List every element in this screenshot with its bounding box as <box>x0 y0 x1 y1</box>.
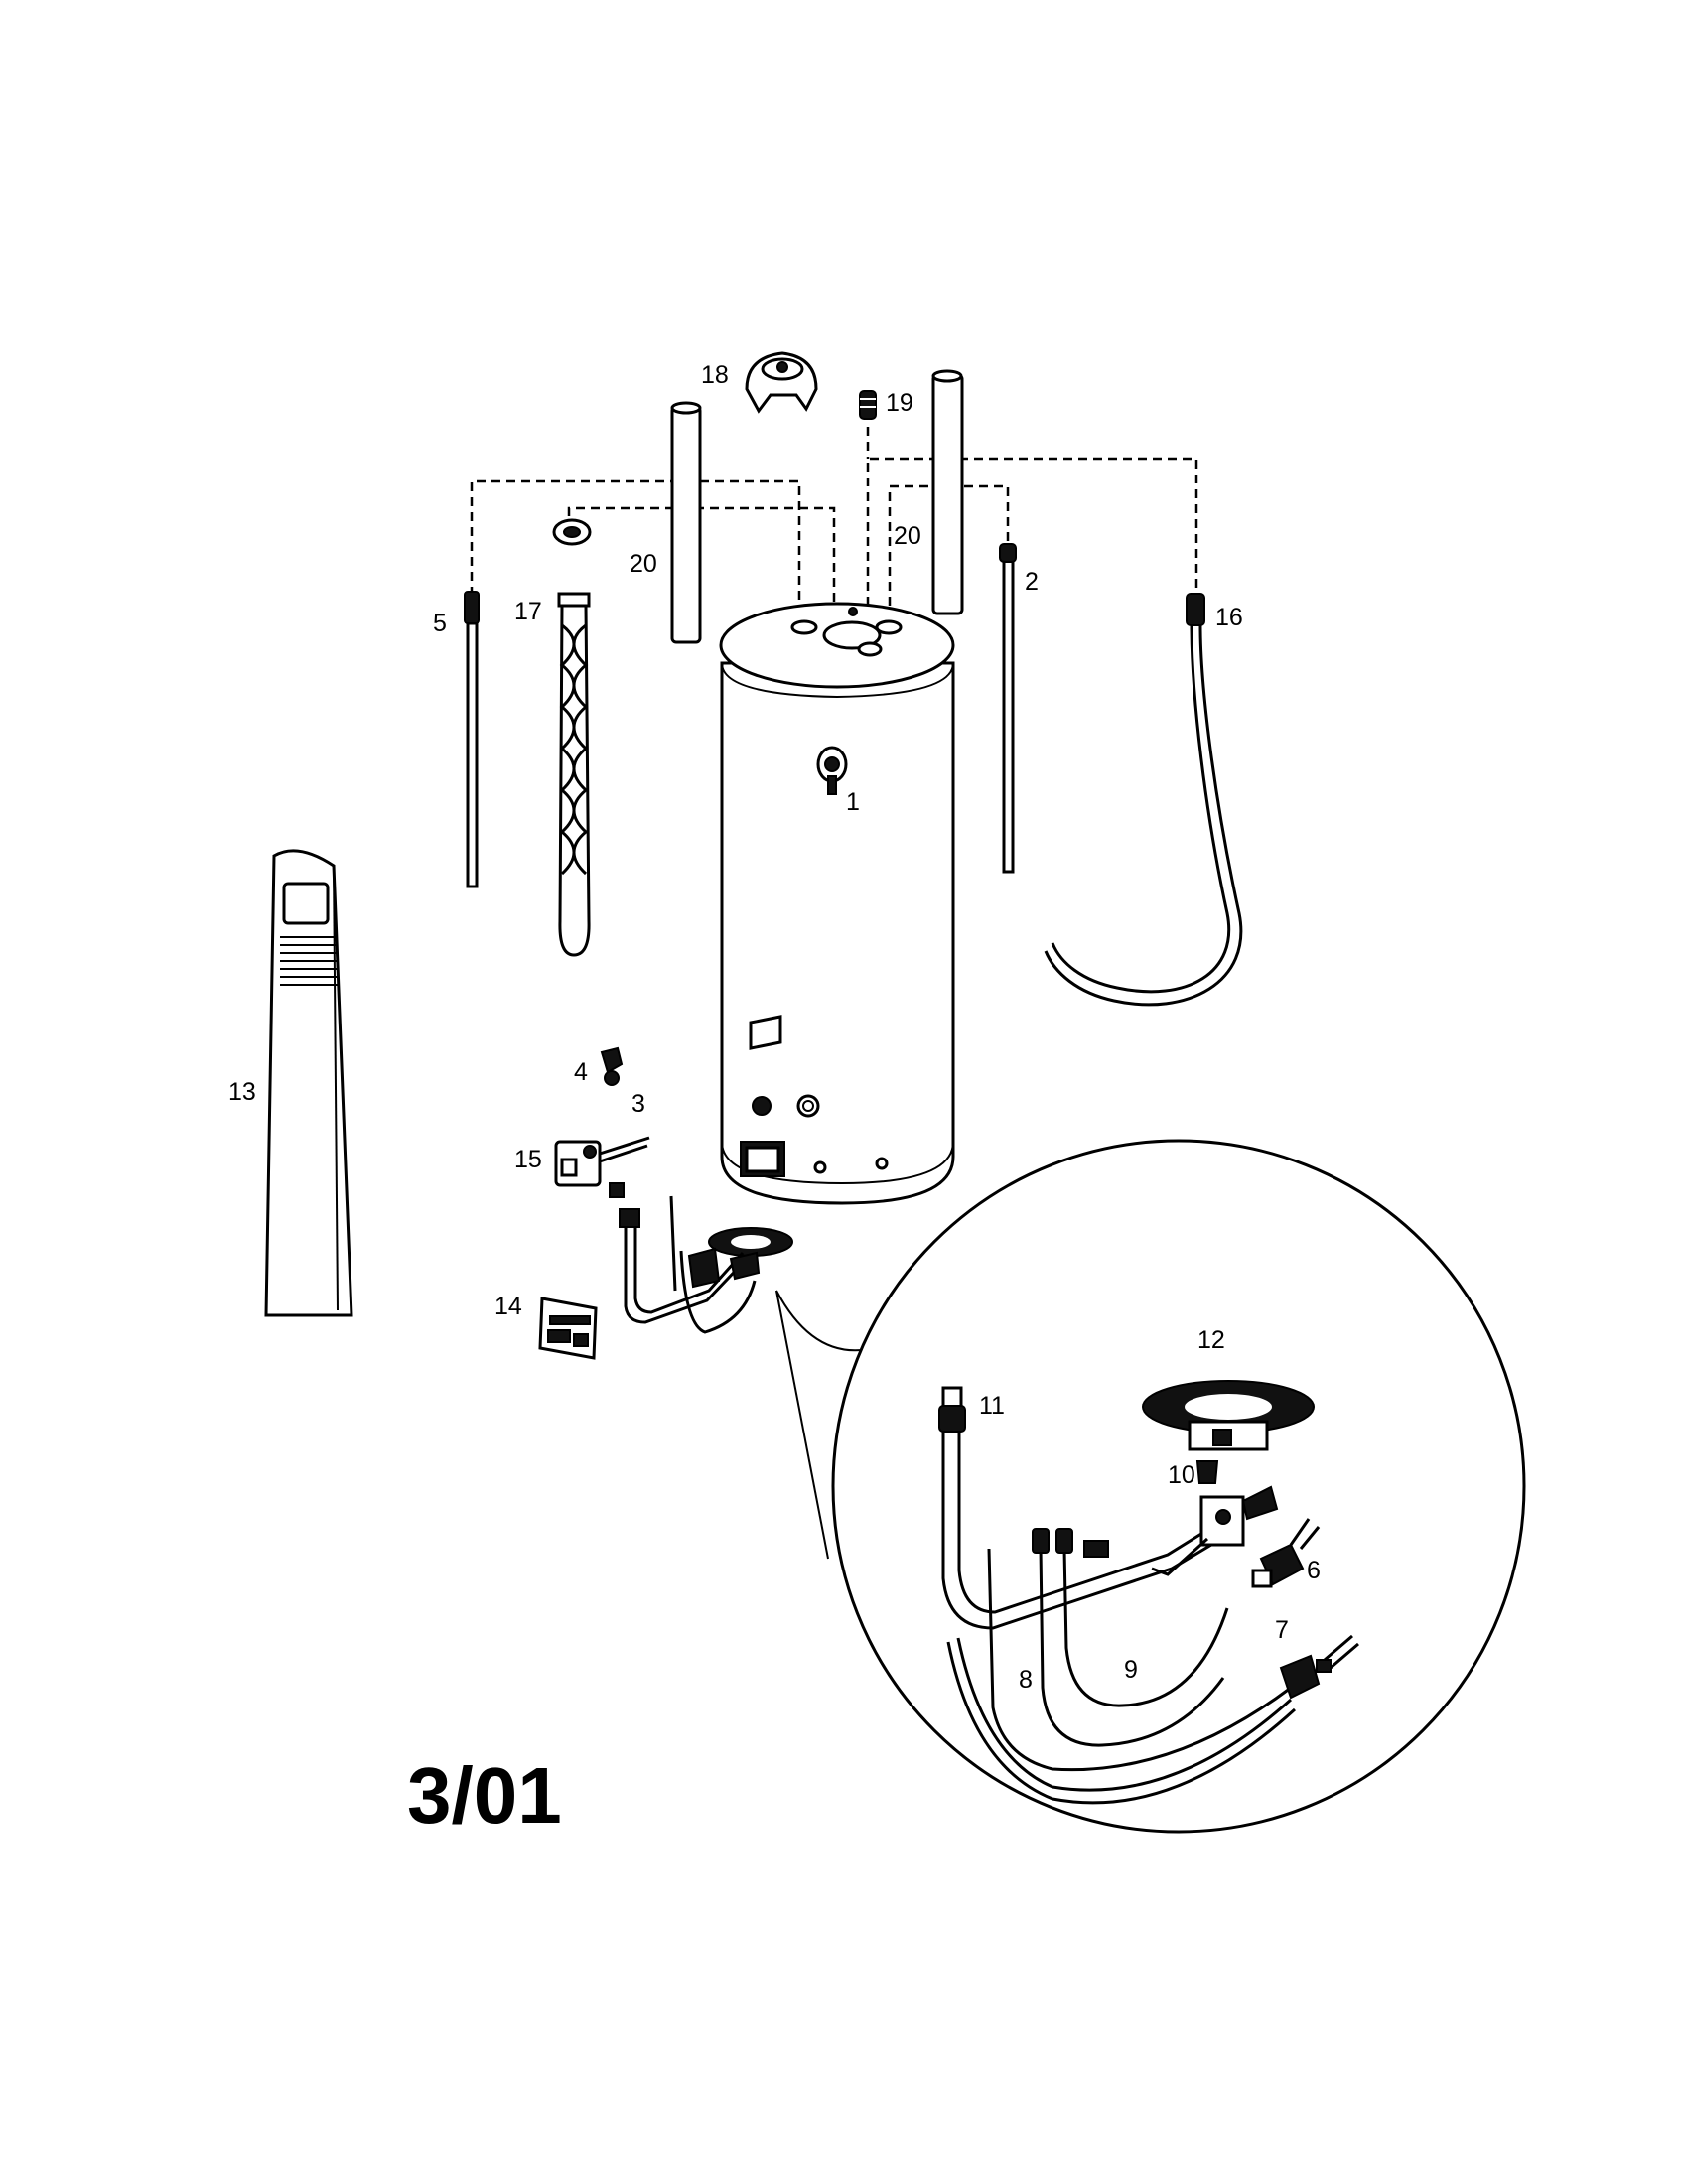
callout-10: 10 <box>1168 1461 1195 1489</box>
callout-8: 8 <box>1019 1666 1033 1694</box>
part-19-nipple <box>859 390 877 420</box>
callout-6: 6 <box>1307 1557 1321 1584</box>
part-2-dip-tube <box>999 543 1017 874</box>
callout-11: 11 <box>979 1392 1005 1420</box>
callout-18: 18 <box>701 361 729 389</box>
burner-assembly <box>619 1195 793 1334</box>
detail-view-burner <box>831 1139 1526 1834</box>
callout-13: 13 <box>228 1078 256 1106</box>
callout-1: 1 <box>846 788 860 816</box>
part-15-gas-control-valve <box>554 1136 650 1198</box>
part-20-heat-trap-left <box>670 401 702 644</box>
callout-16: 16 <box>1215 604 1243 631</box>
part-10-orifice <box>1195 1460 1219 1484</box>
part-5-anode-rod <box>464 591 480 888</box>
date-code: 3/01 <box>407 1751 562 1840</box>
burner-bracket <box>1151 1485 1279 1576</box>
callout-3: 3 <box>632 1090 645 1118</box>
callout-12: 12 <box>1197 1326 1225 1354</box>
callout-20-left: 20 <box>630 550 657 578</box>
callout-9: 9 <box>1124 1656 1138 1684</box>
part-6-igniter <box>1251 1518 1321 1588</box>
callout-17: 17 <box>514 598 542 625</box>
part-8-thermocouple <box>1032 1528 1225 1747</box>
part-7-wire-harness <box>946 1548 1359 1805</box>
part-12-burner <box>1142 1380 1315 1451</box>
part-16-flex-tube <box>1044 593 1243 1007</box>
part-13-outer-door <box>264 849 353 1317</box>
part-9-pilot-tube <box>1055 1528 1229 1707</box>
door-vent-slots <box>280 936 338 986</box>
callout-4: 4 <box>574 1058 588 1086</box>
part-17-flue-baffle <box>552 518 592 957</box>
part-4-3-fitting <box>600 1046 624 1086</box>
part-14-label <box>538 1297 598 1360</box>
water-heater-tank <box>719 602 955 1205</box>
callout-14: 14 <box>494 1293 522 1320</box>
callout-20-right: 20 <box>894 522 921 550</box>
callout-5: 5 <box>433 610 447 637</box>
callout-7: 7 <box>1275 1616 1289 1644</box>
part-11-manifold-tube <box>938 1386 1232 1630</box>
part-20-heat-trap-right <box>931 369 964 615</box>
callout-labels: 1 2 3 4 5 6 7 8 9 10 11 12 13 14 15 16 1… <box>228 361 1321 1694</box>
part-18-baffle-cap <box>745 351 818 414</box>
callout-2: 2 <box>1025 568 1039 596</box>
callout-19: 19 <box>886 389 913 417</box>
callout-15: 15 <box>514 1146 542 1173</box>
